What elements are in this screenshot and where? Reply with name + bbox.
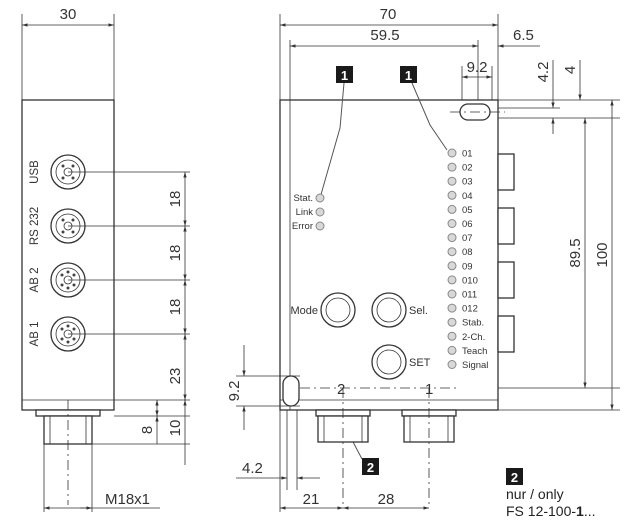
channel-led	[447, 148, 457, 158]
legend-line-2-bold: 1	[576, 503, 584, 519]
callout-leader-2	[351, 439, 363, 460]
channel-led	[447, 303, 457, 313]
side-dim-100: 100	[594, 242, 611, 267]
channel-led	[447, 233, 457, 243]
side-dim-89-5: 89.5	[567, 238, 584, 267]
channel-led	[447, 275, 457, 285]
channel-led-label: 02	[462, 163, 473, 174]
legend-number: 2	[511, 470, 518, 485]
legend-line-1: nur / only	[506, 486, 564, 502]
connector-label-ab1: AB 1	[29, 322, 41, 347]
legend-number-box	[506, 468, 523, 485]
legend-line-2: FS 12-100-1...	[506, 503, 596, 519]
right-front-view: 70 59.5 6.5 9.2 4.2 4 89.5 100	[226, 6, 620, 512]
connector-label-rs232: RS 232	[29, 207, 41, 245]
spacing-dim-2: 18	[167, 245, 184, 262]
channel-led-label: 09	[462, 261, 473, 272]
callout-box-2	[362, 458, 379, 475]
top-dim-70: 70	[380, 6, 397, 23]
socket-4	[497, 315, 515, 353]
slot-dim-9-2: 9.2	[467, 59, 488, 76]
callout-number-2: 2	[367, 460, 374, 475]
slot-dim-4-2: 4.2	[535, 62, 552, 83]
led-error	[315, 221, 325, 231]
led-label-stat: Stat.	[293, 193, 313, 204]
housing-side	[21, 99, 115, 411]
channel-led	[447, 317, 457, 327]
spacing-dim-1: 18	[167, 191, 184, 208]
top-dim-59-5: 59.5	[370, 27, 399, 44]
socket-2	[497, 207, 515, 245]
channel-led	[447, 289, 457, 299]
channel-led-label: Signal	[462, 360, 488, 371]
connector-label-ab2: AB 2	[29, 268, 41, 293]
status-led-group: Stat. Link Error	[292, 193, 325, 232]
led-stat	[315, 193, 325, 203]
channel-led	[447, 360, 457, 369]
channel-led-label: 010	[462, 275, 478, 286]
channel-led	[447, 247, 457, 257]
channel-led-label: 2-Ch.	[462, 332, 485, 343]
spacing-dim-3: 18	[167, 299, 184, 316]
mounting-slot-bottom	[282, 375, 300, 407]
mode-button-label: Mode	[290, 305, 318, 317]
slot-dim-9-2-left: 9.2	[226, 381, 243, 402]
slot-dim-4-2-left: 4.2	[242, 460, 263, 477]
top-dim-6-5: 6.5	[513, 27, 534, 44]
callout-number-1b: 1	[405, 68, 412, 83]
socket-3	[497, 261, 515, 299]
thread-label: M18x1	[105, 491, 150, 508]
mode-button[interactable]: Mode	[290, 292, 356, 328]
callout-leader-1b	[411, 82, 448, 151]
right-edge-sockets	[497, 153, 515, 353]
channel-led-label: 011	[462, 290, 477, 301]
legend-line-2-suffix: ...	[584, 503, 596, 519]
channel-led-label: 06	[462, 219, 473, 230]
set-button[interactable]: SET	[371, 344, 431, 380]
channel-led	[447, 176, 457, 186]
callout-box-1a	[336, 66, 353, 83]
socket-1	[497, 153, 515, 191]
legend-note: 2 nur / only FS 12-100-1...	[506, 468, 596, 519]
thread-dim-10: 10	[167, 420, 184, 437]
channel-led	[447, 162, 457, 172]
select-button[interactable]: Sel.	[371, 292, 428, 328]
left-side-view: 30 USB RS 232 AB 2 AB 1	[21, 6, 190, 512]
callout-number-1a: 1	[341, 68, 348, 83]
bottom-dim-28: 28	[378, 491, 395, 508]
channel-led-label: 01	[462, 149, 473, 160]
channel-led	[447, 261, 457, 271]
width-dim: 30	[60, 6, 77, 23]
top-dim-4: 4	[562, 66, 579, 74]
channel-led	[447, 345, 457, 355]
channel-led-label: Teach	[462, 346, 487, 357]
connector-label-usb: USB	[29, 160, 41, 184]
bottom-dim-21: 21	[303, 491, 320, 508]
channel-led-label: 08	[462, 247, 473, 258]
channel-led	[447, 204, 457, 214]
channel-led-label: 012	[462, 304, 478, 315]
channel-led	[447, 331, 457, 341]
channel-led-label: 04	[462, 191, 473, 202]
callout-leader-1a	[319, 82, 345, 199]
channel-led	[447, 190, 457, 200]
led-label-link: Link	[296, 207, 314, 218]
section-label-2: 2	[337, 381, 345, 398]
thread-dim-8: 8	[139, 426, 156, 434]
led-label-error: Error	[292, 221, 313, 232]
legend-line-2-prefix: FS 12-100-	[506, 503, 576, 519]
set-button-label: SET	[409, 357, 431, 369]
channel-led-label: 05	[462, 205, 473, 216]
select-button-label: Sel.	[409, 305, 428, 317]
led-link	[315, 207, 325, 217]
channel-led-label: 03	[462, 177, 473, 188]
channel-led	[447, 219, 457, 228]
spacing-dim-4: 23	[167, 368, 184, 385]
callout-box-1b	[400, 66, 417, 83]
channel-led-label: Stab.	[462, 318, 484, 329]
channel-led-label: 07	[462, 233, 473, 244]
